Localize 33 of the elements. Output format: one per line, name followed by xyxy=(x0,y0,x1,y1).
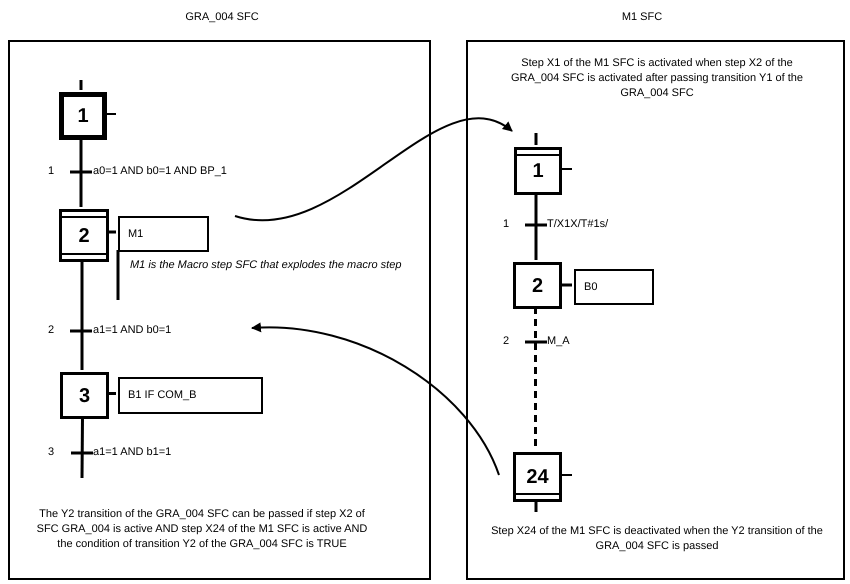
panel-title: GRA_004 SFC xyxy=(184,10,260,25)
link-line xyxy=(80,260,84,370)
note-text: Step X1 of the M1 SFC is activated when step X2 of the GRA_004 SFC is activated after passing transition Y1 of the GRA_004 SFC xyxy=(510,56,804,101)
step-box: 2 xyxy=(513,262,562,309)
transition-number: 1 xyxy=(48,164,54,179)
transition-number: 2 xyxy=(48,323,54,338)
panel-title: M1 SFC xyxy=(620,10,664,25)
transition-number: 2 xyxy=(503,334,510,349)
step-box: 24 xyxy=(513,452,562,502)
transition-condition: a1=1 AND b0=1 xyxy=(93,323,172,338)
leader-line xyxy=(116,250,120,300)
note-text: M1 is the Macro step SFC that explodes the macro step xyxy=(130,258,402,273)
step-box: 3 xyxy=(60,372,109,419)
step-box: 1 xyxy=(514,147,562,195)
step-box: 2 xyxy=(59,209,109,262)
action-box: B1 IF COM_B xyxy=(118,377,263,414)
curved-arrow xyxy=(234,118,513,222)
transition-number: 1 xyxy=(503,217,510,232)
action-box: M1 xyxy=(118,216,209,252)
transition-number: 3 xyxy=(48,445,54,460)
transition-condition: T/X1X/T#1s/ xyxy=(547,217,608,232)
initial-step-box: 1 xyxy=(59,92,107,140)
transition-condition: a1=1 AND b1=1 xyxy=(93,445,172,460)
link-line xyxy=(534,193,538,260)
action-box: B0 xyxy=(574,269,654,305)
note-text: Step X24 of the M1 SFC is deactivated when the Y2 transition of the GRA_004 SFC is passed xyxy=(490,524,824,554)
link-line xyxy=(560,284,572,286)
transition-condition: a0=1 AND b0=1 AND BP_1 xyxy=(93,164,227,179)
note-text: The Y2 transition of the GRA_004 SFC can be passed if step X2 of SFC GRA_004 is active AND step X24 of the M1 SFC is active AND the condition of transition Y2 of the GRA_004 SFC is TRUE xyxy=(36,507,368,552)
transition-condition: M_A xyxy=(547,334,570,349)
link-line xyxy=(80,138,82,207)
curved-arrow xyxy=(251,322,500,476)
link-line xyxy=(80,416,84,478)
